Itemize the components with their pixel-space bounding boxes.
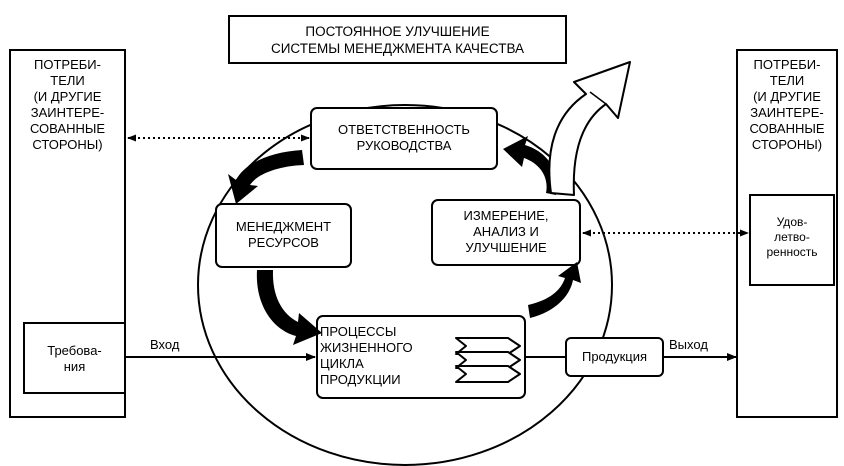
cycle-arrow-to-realization xyxy=(256,270,322,345)
satisfaction-label: Удов- летво- ренность xyxy=(766,215,818,259)
output-label: Выход xyxy=(669,337,708,352)
requirements-label: Требова- ния xyxy=(47,343,102,374)
resource-management-label: МЕНЕДЖМЕНТ РЕСУРСОВ xyxy=(235,219,332,250)
requirements-box xyxy=(23,322,126,394)
title-label: ПОСТОЯННОЕ УЛУЧШЕНИЕ СИСТЕМЫ МЕНЕДЖМЕНТА… xyxy=(270,24,525,56)
cycle-arrows xyxy=(228,136,581,345)
resource-management-box xyxy=(215,203,352,268)
satisfaction-box xyxy=(749,194,835,286)
improvement-arrow-detail xyxy=(589,91,607,105)
product-realization-label: ПРОЦЕССЫ ЖИЗНЕННОГО ЦИКЛА ПРОДУКЦИИ xyxy=(320,324,413,387)
customers-right-label: ПОТРЕБИ- ТЕЛИ (И ДРУГИЕ ЗАИНТЕРЕ- СОВАНН… xyxy=(749,57,825,152)
measurement-label: ИЗМЕРЕНИЕ, АНАЛИЗ И УЛУЧШЕНИЕ xyxy=(463,208,549,255)
product-label: Продукция xyxy=(581,349,648,364)
improvement-arrow xyxy=(548,61,631,196)
management-responsibility-label: ОТВЕТСТВЕННОСТЬ РУКОВОДСТВА xyxy=(338,122,470,153)
process-layers-icon xyxy=(455,337,521,383)
main-circle xyxy=(197,104,613,466)
management-responsibility-box xyxy=(310,107,498,170)
cycle-arrow-to-resources xyxy=(228,150,304,204)
cycle-arrow-to-responsibility xyxy=(503,136,558,195)
title-box xyxy=(228,15,567,64)
customers-left-label: ПОТРЕБИ- ТЕЛИ (И ДРУГИЕ ЗАИНТЕРЕ- СОВАНН… xyxy=(29,57,106,152)
input-label: Вход xyxy=(150,337,180,352)
measurement-box xyxy=(431,199,581,266)
cycle-arrow-to-measurement xyxy=(528,262,581,318)
